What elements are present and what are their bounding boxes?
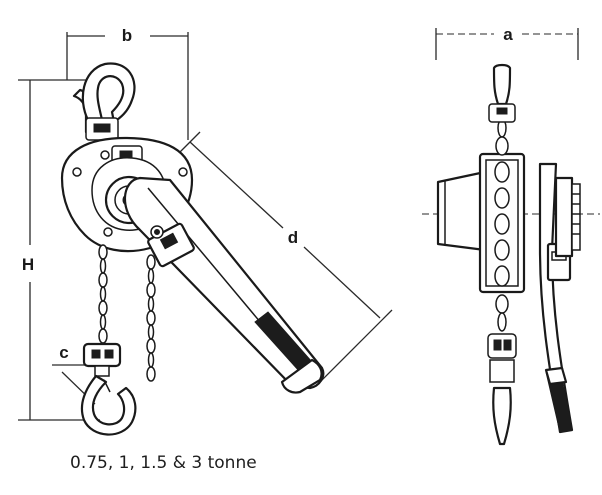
- dimension-a: a: [435, 25, 579, 60]
- dimension-a-label: a: [503, 25, 513, 44]
- dimension-h-label: H: [22, 255, 34, 274]
- side-cap: [554, 176, 581, 258]
- dimension-d: d: [179, 131, 393, 385]
- side-bottom-hook: [487, 333, 517, 446]
- capacity-caption: 0.75, 1, 1.5 & 3 tonne: [70, 453, 257, 473]
- front-view: b H c d: [18, 26, 393, 436]
- top-hook: [72, 62, 136, 141]
- dimension-c-label: c: [59, 343, 68, 362]
- side-view: a: [422, 25, 600, 446]
- lever-handle: [123, 176, 325, 394]
- side-chain: [494, 100, 510, 332]
- dimension-d-label: d: [288, 228, 298, 247]
- load-chain: [98, 244, 108, 344]
- slack-chain: [146, 254, 156, 382]
- side-top-hook: [488, 63, 516, 123]
- bottom-hook: [80, 342, 137, 436]
- dimension-b-label: b: [122, 26, 132, 45]
- dimension-b: b: [66, 26, 189, 140]
